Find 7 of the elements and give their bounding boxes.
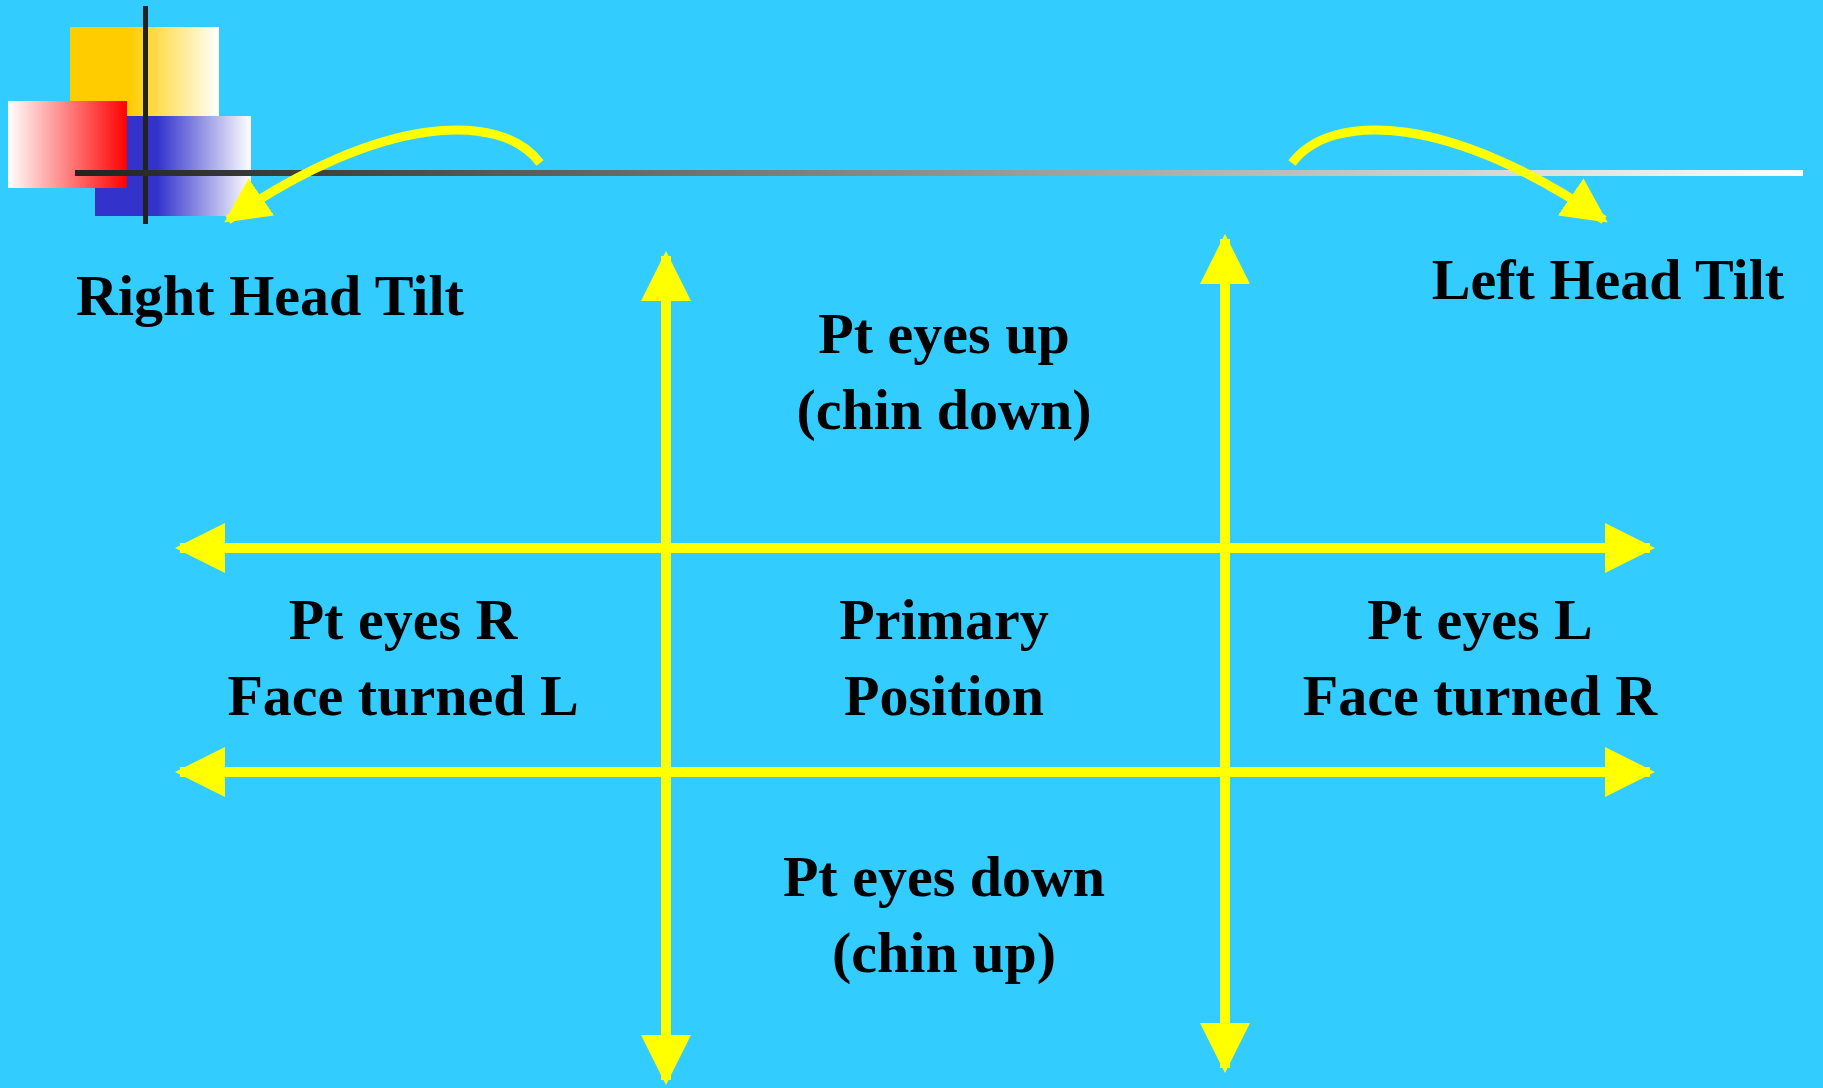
gaze-label: Primary Position	[839, 586, 1049, 730]
heading-label: Left Head Tilt	[1431, 246, 1785, 314]
gaze-label: Pt eyes down (chin up)	[782, 843, 1106, 987]
gaze-label: Pt eyes up (chin down)	[796, 300, 1092, 444]
heading-label: Right Head Tilt	[76, 262, 464, 330]
gaze-label: Pt eyes R Face turned L	[227, 586, 579, 730]
gaze-label: Pt eyes L Face turned R	[1302, 586, 1658, 730]
